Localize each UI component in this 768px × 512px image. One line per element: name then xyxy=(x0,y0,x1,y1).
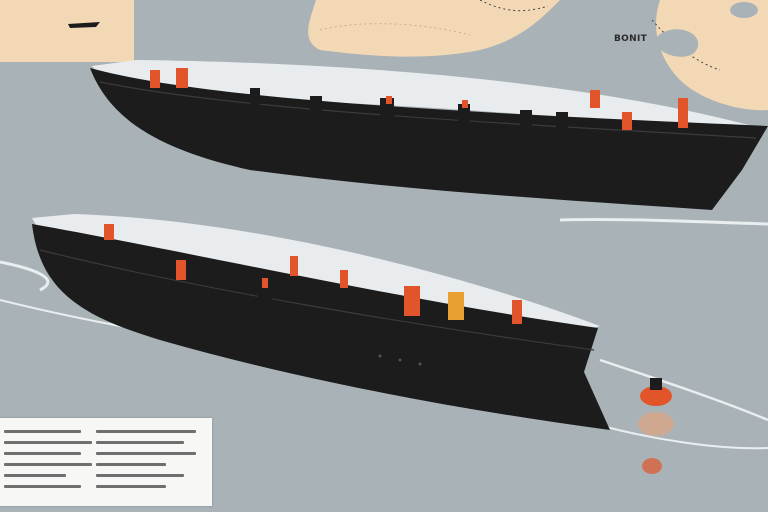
text-line-placeholder xyxy=(96,474,184,477)
seat xyxy=(290,256,298,276)
lower-boat-rub-rail xyxy=(39,249,595,351)
lower-boat xyxy=(32,214,610,430)
map-inlet xyxy=(655,29,699,57)
text-line-placeholder xyxy=(4,474,66,477)
upper-boat-seats xyxy=(150,68,688,132)
text-line-placeholder xyxy=(4,485,82,488)
upper-boat-rub-rail xyxy=(99,81,757,139)
seat xyxy=(622,112,632,130)
seat xyxy=(250,88,260,108)
hull-rivet xyxy=(418,362,422,366)
seat xyxy=(176,260,186,280)
seat xyxy=(678,98,688,128)
seat xyxy=(520,110,532,130)
wake-line xyxy=(0,260,50,292)
buoy-reflection-2 xyxy=(642,458,662,474)
text-panel-column-right xyxy=(96,430,196,496)
seat xyxy=(150,70,160,88)
buoy xyxy=(638,378,674,474)
text-line-placeholder xyxy=(4,441,92,444)
text-line-placeholder xyxy=(96,452,196,455)
map-lake xyxy=(730,2,758,18)
seat xyxy=(404,286,420,316)
map-dotted-route xyxy=(479,0,549,12)
seat xyxy=(556,112,568,132)
text-panel-column-left xyxy=(4,430,92,496)
text-line-placeholder xyxy=(96,463,166,466)
text-line-placeholder xyxy=(96,430,196,433)
text-panel xyxy=(0,418,212,506)
seat xyxy=(310,96,322,118)
text-line-placeholder xyxy=(96,485,166,488)
text-line-placeholder xyxy=(96,441,184,444)
text-line-placeholder xyxy=(4,463,92,466)
buoy-top xyxy=(650,378,662,390)
map-land-right xyxy=(656,0,768,111)
text-line-placeholder xyxy=(4,430,82,433)
lower-boat-seats xyxy=(104,224,522,324)
upper-boat-interior xyxy=(92,60,760,132)
wake-line xyxy=(599,358,768,422)
hull-rivet xyxy=(378,354,382,358)
map-land-center xyxy=(308,0,560,57)
seat xyxy=(590,90,600,108)
wake-line xyxy=(559,217,768,226)
seat xyxy=(176,68,188,88)
seat xyxy=(340,270,348,288)
seat-accent xyxy=(262,278,268,288)
seat-accent xyxy=(462,100,468,108)
map-dotted-border xyxy=(319,23,471,36)
text-line-placeholder xyxy=(4,452,82,455)
hull-rivet xyxy=(398,358,402,362)
seat xyxy=(512,300,522,324)
map-land-left xyxy=(0,0,134,62)
map-land xyxy=(0,0,768,111)
map-label: BONIT xyxy=(614,34,648,44)
seat-accent xyxy=(386,96,392,104)
seat xyxy=(104,224,114,240)
buoy-body xyxy=(640,386,672,406)
seat xyxy=(448,292,464,320)
distant-boat xyxy=(68,22,100,28)
upper-boat xyxy=(90,60,768,210)
buoy-reflection xyxy=(638,412,674,436)
seat xyxy=(458,104,470,126)
